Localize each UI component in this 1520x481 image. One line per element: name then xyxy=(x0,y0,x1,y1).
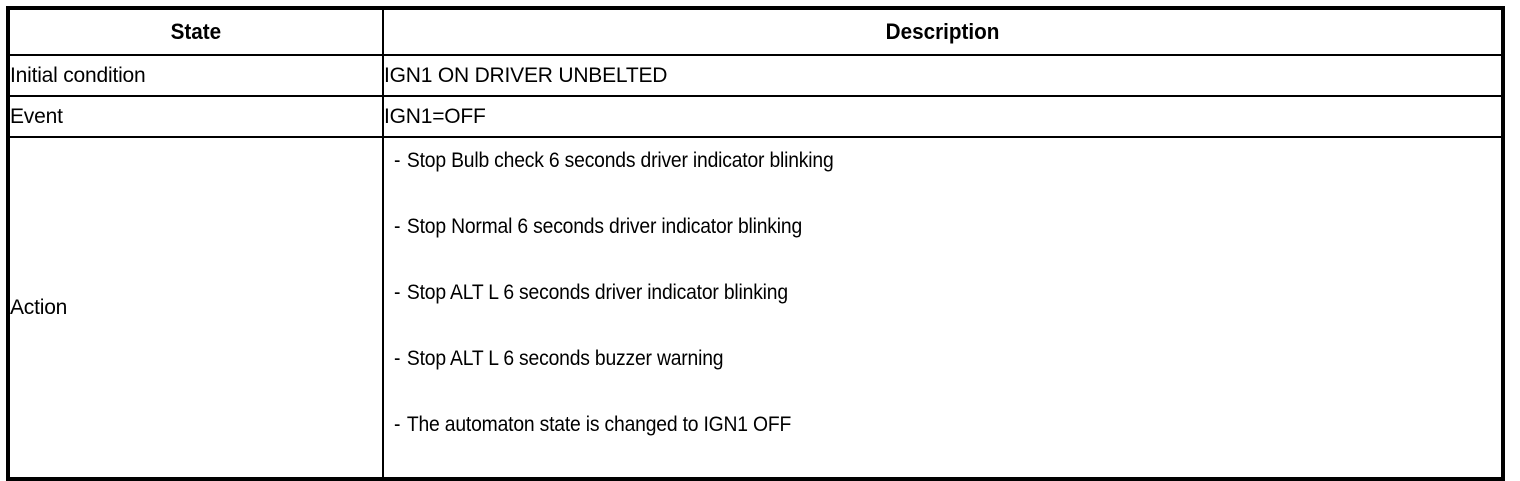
state-label-event: Event xyxy=(10,104,63,128)
document-page: State Description Initial condition IGN1… xyxy=(6,6,1505,481)
state-description-table: State Description Initial condition IGN1… xyxy=(6,6,1505,481)
table-row-initial-condition: Initial condition IGN1 ON DRIVER UNBELTE… xyxy=(7,54,1504,97)
bullet-dash-marker: - xyxy=(394,347,401,370)
action-item-text: -Stop Normal 6 seconds driver indicator … xyxy=(394,215,802,239)
description-value-initial-condition: IGN1 ON DRIVER UNBELTED xyxy=(384,63,668,87)
column-header-description-label: Description xyxy=(885,19,1000,44)
column-header-description: Description xyxy=(382,7,1504,56)
list-item: -Stop ALT L 6 seconds buzzer warning xyxy=(384,345,1501,411)
action-item-text: -Stop Bulb check 6 seconds driver indica… xyxy=(394,149,834,173)
table-body: Initial condition IGN1 ON DRIVER UNBELTE… xyxy=(7,54,1504,480)
table-row-action: Action -Stop Bulb check 6 seconds driver… xyxy=(7,136,1504,480)
description-cell-initial-condition: IGN1 ON DRIVER UNBELTED xyxy=(382,54,1504,97)
table-header: State Description xyxy=(7,7,1504,56)
table-header-row: State Description xyxy=(7,7,1504,56)
action-item-label: Stop Bulb check 6 seconds driver indicat… xyxy=(406,149,834,172)
action-item-text: -The automaton state is changed to IGN1 … xyxy=(394,413,791,437)
description-value-event: IGN1=OFF xyxy=(384,104,486,128)
action-item-label: Stop ALT L 6 seconds buzzer warning xyxy=(406,347,724,370)
state-label-action: Action xyxy=(10,295,68,319)
table-row-event: Event IGN1=OFF xyxy=(7,95,1504,138)
bullet-dash-marker: - xyxy=(394,215,401,238)
state-cell-initial-condition: Initial condition xyxy=(7,54,384,97)
state-cell-action: Action xyxy=(7,136,384,480)
description-cell-event: IGN1=OFF xyxy=(382,95,1504,138)
state-cell-event: Event xyxy=(7,95,384,138)
description-cell-action: -Stop Bulb check 6 seconds driver indica… xyxy=(382,136,1504,480)
action-item-label: Stop Normal 6 seconds driver indicator b… xyxy=(406,215,803,238)
action-item-label: Stop ALT L 6 seconds driver indicator bl… xyxy=(406,281,788,304)
column-header-state-label: State xyxy=(170,19,222,44)
action-item-text: -Stop ALT L 6 seconds buzzer warning xyxy=(394,347,724,371)
action-item-text: -Stop ALT L 6 seconds driver indicator b… xyxy=(394,281,788,305)
list-item: -Stop Normal 6 seconds driver indicator … xyxy=(384,213,1501,279)
list-item: -Stop Bulb check 6 seconds driver indica… xyxy=(384,147,1501,213)
action-bullet-list: -Stop Bulb check 6 seconds driver indica… xyxy=(384,138,1501,477)
bullet-dash-marker: - xyxy=(394,413,401,436)
list-item: -Stop ALT L 6 seconds driver indicator b… xyxy=(384,279,1501,345)
column-header-state: State xyxy=(7,7,384,56)
state-label-initial-condition: Initial condition xyxy=(10,63,146,87)
action-item-label: The automaton state is changed to IGN1 O… xyxy=(406,413,792,436)
bullet-dash-marker: - xyxy=(394,149,401,172)
bullet-dash-marker: - xyxy=(394,281,401,304)
list-item: -The automaton state is changed to IGN1 … xyxy=(384,411,1501,477)
